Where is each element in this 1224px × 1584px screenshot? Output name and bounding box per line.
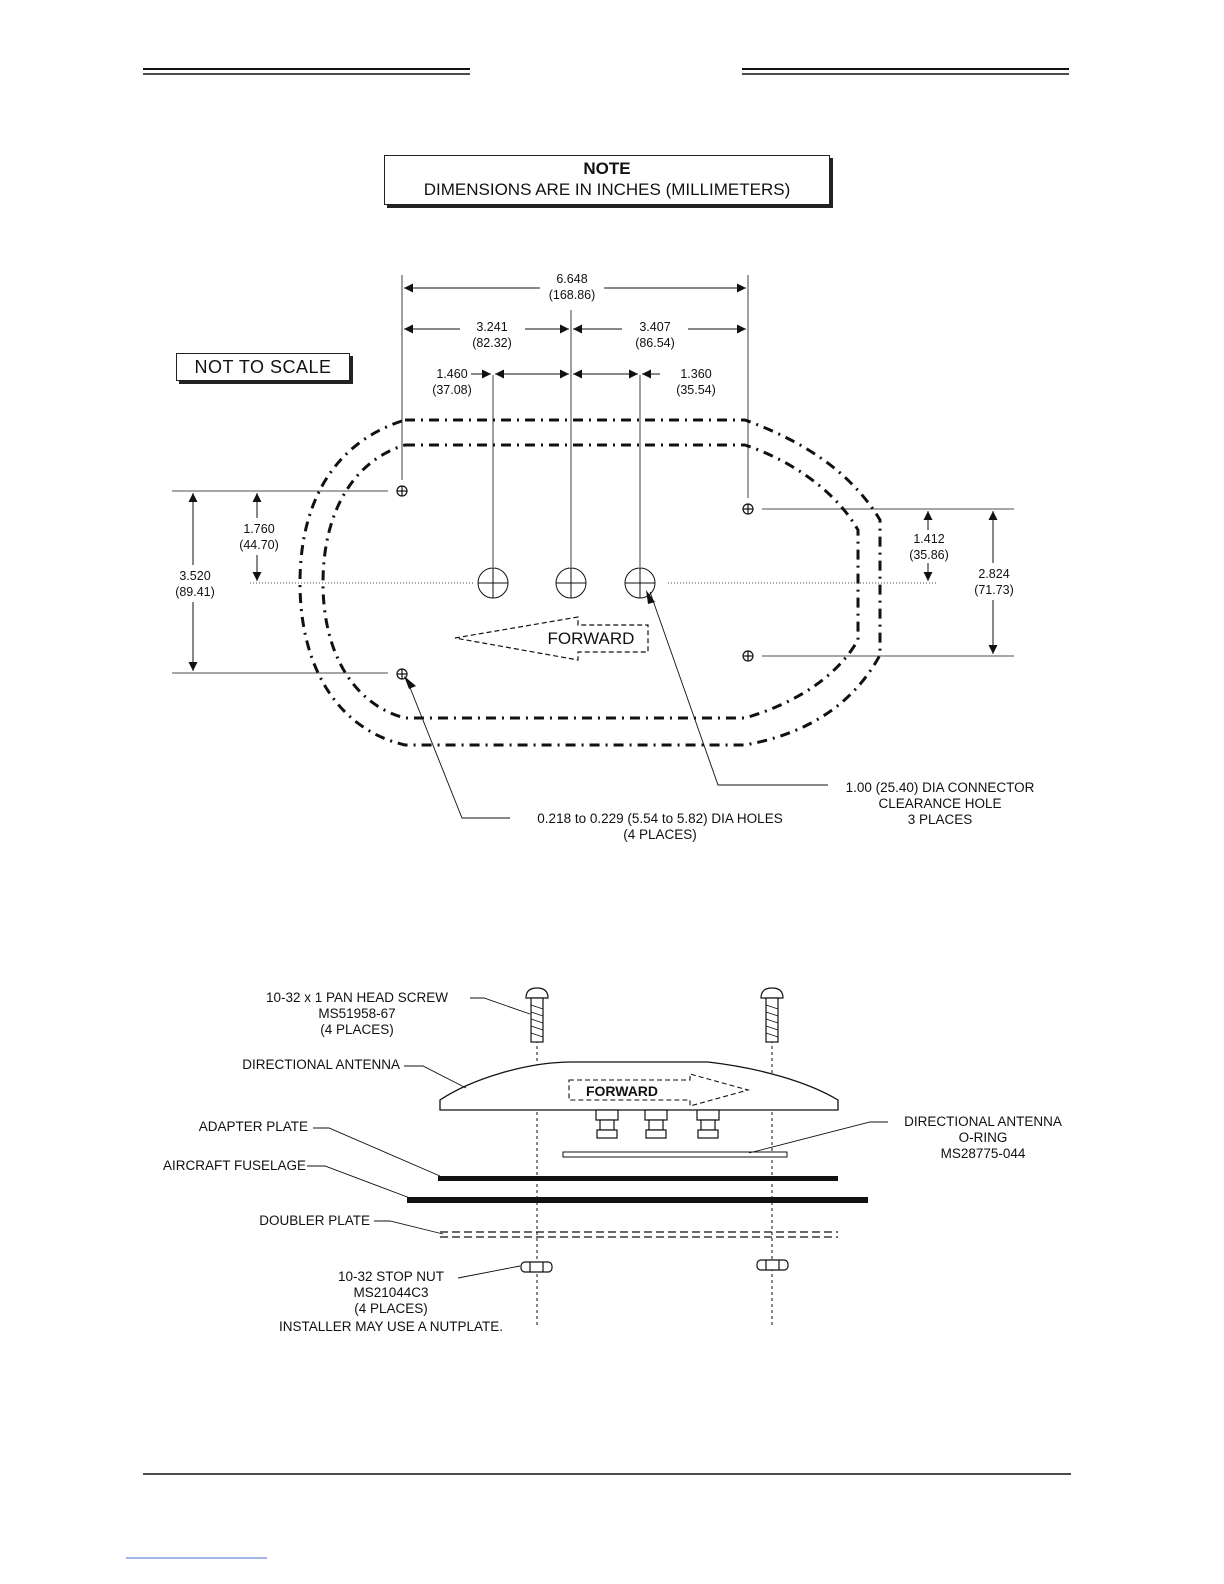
note-title: NOTE <box>583 159 631 178</box>
dim-right-half-in: 1.412 <box>913 532 944 546</box>
dim-left-half-mm: (44.70) <box>239 538 279 552</box>
connector-callout: 1.00 (25.40) DIA CONNECTOR CLEARANCE HOL… <box>846 780 1035 827</box>
screw-callout: 10-32 x 1 PAN HEAD SCREW MS51958-67 (4 P… <box>266 990 448 1037</box>
nut-callout: 10-32 STOP NUT MS21044C3 (4 PLACES) INST… <box>279 1269 503 1334</box>
connector-hole-icon <box>555 567 587 599</box>
dim-left-inner-mm: (37.08) <box>432 383 472 397</box>
nut-callout-line3: (4 PLACES) <box>354 1301 428 1316</box>
forward-arrow-icon: FORWARD <box>454 616 649 661</box>
doubler-plate-label: DOUBLER PLATE <box>259 1213 370 1228</box>
o-ring <box>562 1151 788 1158</box>
antenna-connectors <box>595 1109 720 1139</box>
connector-callout-arrow-icon <box>646 590 655 604</box>
dim-right-total-in: 2.824 <box>978 567 1009 581</box>
dim-right-in: 3.407 <box>639 320 670 334</box>
dim-left-total-mm: (89.41) <box>175 585 215 599</box>
screw-callout-line2: MS51958-67 <box>318 1006 395 1021</box>
pan-head-screw-icon <box>760 987 784 1043</box>
connector-icon <box>595 1109 619 1139</box>
pan-head-screw-icon <box>525 987 549 1043</box>
oring-callout-line2: O-RING <box>959 1130 1008 1145</box>
holes-callout-arrow-icon <box>404 676 416 689</box>
mounting-hole-icon <box>742 503 754 515</box>
side-callout-leaders <box>307 997 888 1279</box>
oring-callout: DIRECTIONAL ANTENNA O-RING MS28775-044 <box>904 1114 1062 1161</box>
antenna-body <box>439 1061 839 1111</box>
side-forward-arrow-icon: FORWARD <box>568 1073 751 1107</box>
dim-overall-in: 6.648 <box>556 272 587 286</box>
dimension-labels: 6.648 (168.86) 3.241 (82.32) 3.407 (86.5… <box>175 272 1014 599</box>
mounting-hole-icon <box>742 650 754 662</box>
mounting-hole-icon <box>396 668 408 680</box>
dim-right-total-mm: (71.73) <box>974 583 1014 597</box>
antenna-label: DIRECTIONAL ANTENNA <box>242 1057 400 1072</box>
aircraft-fuselage <box>407 1197 868 1203</box>
dim-right-inner-mm: (35.54) <box>676 383 716 397</box>
dim-overall-mm: (168.86) <box>549 288 596 302</box>
dim-left-mm: (82.32) <box>472 336 512 350</box>
dim-left-total-in: 3.520 <box>179 569 210 583</box>
oring-callout-line1: DIRECTIONAL ANTENNA <box>904 1114 1062 1129</box>
stop-nut-icon <box>520 1261 553 1273</box>
note-box: NOTE DIMENSIONS ARE IN INCHES (MILLIMETE… <box>384 155 830 205</box>
connector-icon <box>644 1109 668 1139</box>
extension-lines <box>172 275 1014 674</box>
oring-callout-line3: MS28775-044 <box>941 1146 1026 1161</box>
adapter-plate-label: ADAPTER PLATE <box>199 1119 308 1134</box>
dim-right-inner-in: 1.360 <box>680 367 711 381</box>
forward-label: FORWARD <box>548 629 635 648</box>
not-to-scale-box: NOT TO SCALE <box>176 353 350 381</box>
mounting-hole-icon <box>396 485 408 497</box>
top-callout-leaders <box>406 591 828 819</box>
dim-left-half-in: 1.760 <box>243 522 274 536</box>
antenna-footprint-outline <box>298 418 882 747</box>
nut-callout-line1: 10-32 STOP NUT <box>338 1269 444 1284</box>
note-text: DIMENSIONS ARE IN INCHES (MILLIMETERS) <box>423 180 791 199</box>
adapter-plate <box>438 1176 838 1181</box>
dimension-lines <box>188 283 998 671</box>
nut-callout-line4: INSTALLER MAY USE A NUTPLATE. <box>279 1319 503 1334</box>
nut-callout-line2: MS21044C3 <box>353 1285 428 1300</box>
holes-callout: 0.218 to 0.229 (5.54 to 5.82) DIA HOLES … <box>537 811 782 842</box>
screw-callout-line3: (4 PLACES) <box>320 1022 394 1037</box>
mounting-holes <box>396 485 754 680</box>
holes-callout-line1: 0.218 to 0.229 (5.54 to 5.82) DIA HOLES <box>537 811 782 826</box>
connector-callout-line3: 3 PLACES <box>908 812 973 827</box>
connector-callout-line1: 1.00 (25.40) DIA CONNECTOR <box>846 780 1035 795</box>
dim-left-inner-in: 1.460 <box>436 367 467 381</box>
connector-icon <box>696 1109 720 1139</box>
fuselage-label: AIRCRAFT FUSELAGE <box>163 1158 306 1173</box>
doubler-plate <box>440 1231 838 1238</box>
holes-callout-line2: (4 PLACES) <box>623 827 697 842</box>
connector-holes <box>477 567 656 599</box>
dim-right-mm: (86.54) <box>635 336 675 350</box>
side-forward-label: FORWARD <box>586 1083 658 1099</box>
dim-right-half-mm: (35.86) <box>909 548 949 562</box>
header-rules <box>143 68 1069 75</box>
dim-left-in: 3.241 <box>476 320 507 334</box>
connector-hole-icon <box>624 567 656 599</box>
stop-nut-icon <box>756 1259 789 1271</box>
connector-callout-line2: CLEARANCE HOLE <box>878 796 1001 811</box>
connector-hole-icon <box>477 567 509 599</box>
screw-callout-line1: 10-32 x 1 PAN HEAD SCREW <box>266 990 448 1005</box>
